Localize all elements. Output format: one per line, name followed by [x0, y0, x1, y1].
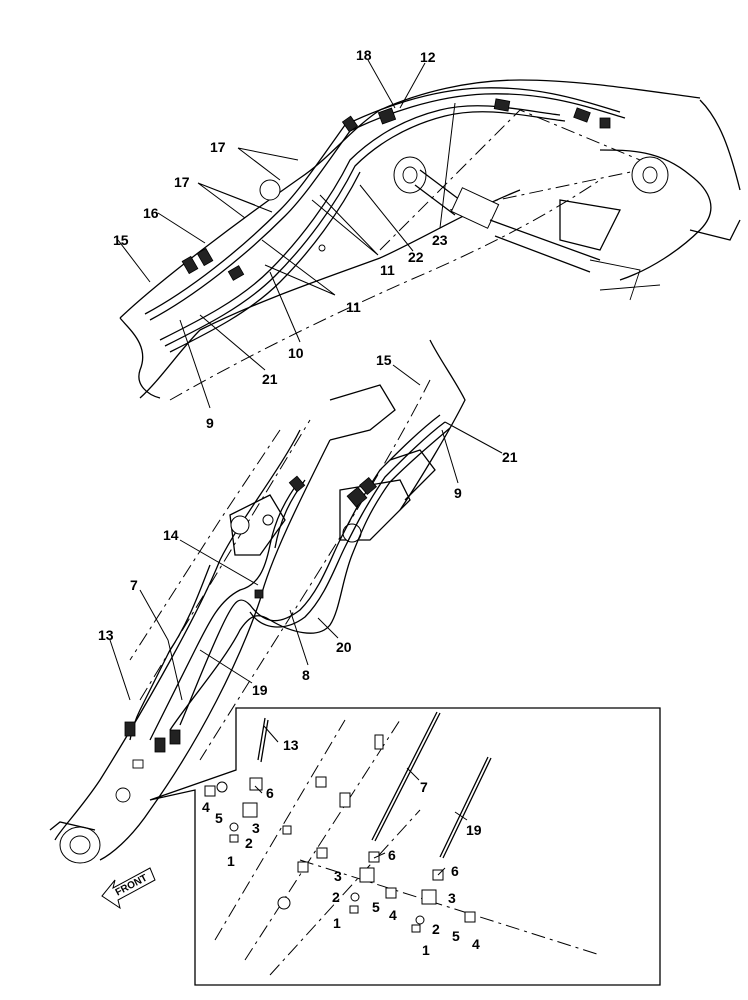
inset-detail	[149, 707, 661, 986]
callout: 5	[452, 928, 460, 944]
callout: 1	[333, 915, 341, 931]
front-arrow: FRONT	[101, 867, 156, 910]
callout: 21	[262, 371, 278, 387]
callout: 4	[202, 799, 210, 815]
callout: 7	[420, 779, 428, 795]
callout: 3	[252, 820, 260, 836]
callout: 4	[472, 936, 480, 952]
callout: 15	[376, 352, 392, 368]
callout: 7	[130, 577, 138, 593]
callout: 6	[266, 785, 274, 801]
callout: 5	[215, 810, 223, 826]
callout: 19	[466, 822, 482, 838]
callout: 10	[288, 345, 304, 361]
callout: 9	[206, 415, 214, 431]
arm-view	[49, 339, 466, 864]
callout: 1	[227, 853, 235, 869]
callout: 6	[388, 847, 396, 863]
callout: 15	[113, 232, 129, 248]
callout: 13	[98, 627, 114, 643]
callout: 17	[174, 174, 190, 190]
callout: 22	[408, 249, 424, 265]
callout: 13	[283, 737, 299, 753]
leader-lines	[109, 59, 503, 876]
callout: 14	[163, 527, 179, 543]
callout: 8	[302, 667, 310, 683]
top-boom-view	[119, 79, 741, 401]
callout: 2	[245, 835, 253, 851]
callout: 3	[334, 868, 342, 884]
callout: 19	[252, 682, 268, 698]
callout: 4	[389, 907, 397, 923]
callout: 12	[420, 49, 436, 65]
callout: 6	[451, 863, 459, 879]
callout: 1	[422, 942, 430, 958]
callout-labels: 18 12 17 17 16 15 11 22 23 11 10 21 9 15…	[98, 47, 518, 958]
callout: 9	[454, 485, 462, 501]
callout: 16	[143, 205, 159, 221]
callout: 11	[346, 299, 361, 315]
callout: 2	[432, 921, 440, 937]
callout: 20	[336, 639, 352, 655]
callout: 3	[448, 890, 456, 906]
callout: 5	[372, 899, 380, 915]
callout: 2	[332, 889, 340, 905]
callout: 21	[502, 449, 518, 465]
callout: 11	[380, 262, 395, 278]
callout: 17	[210, 139, 226, 155]
callout: 18	[356, 47, 372, 63]
callout: 23	[432, 232, 448, 248]
